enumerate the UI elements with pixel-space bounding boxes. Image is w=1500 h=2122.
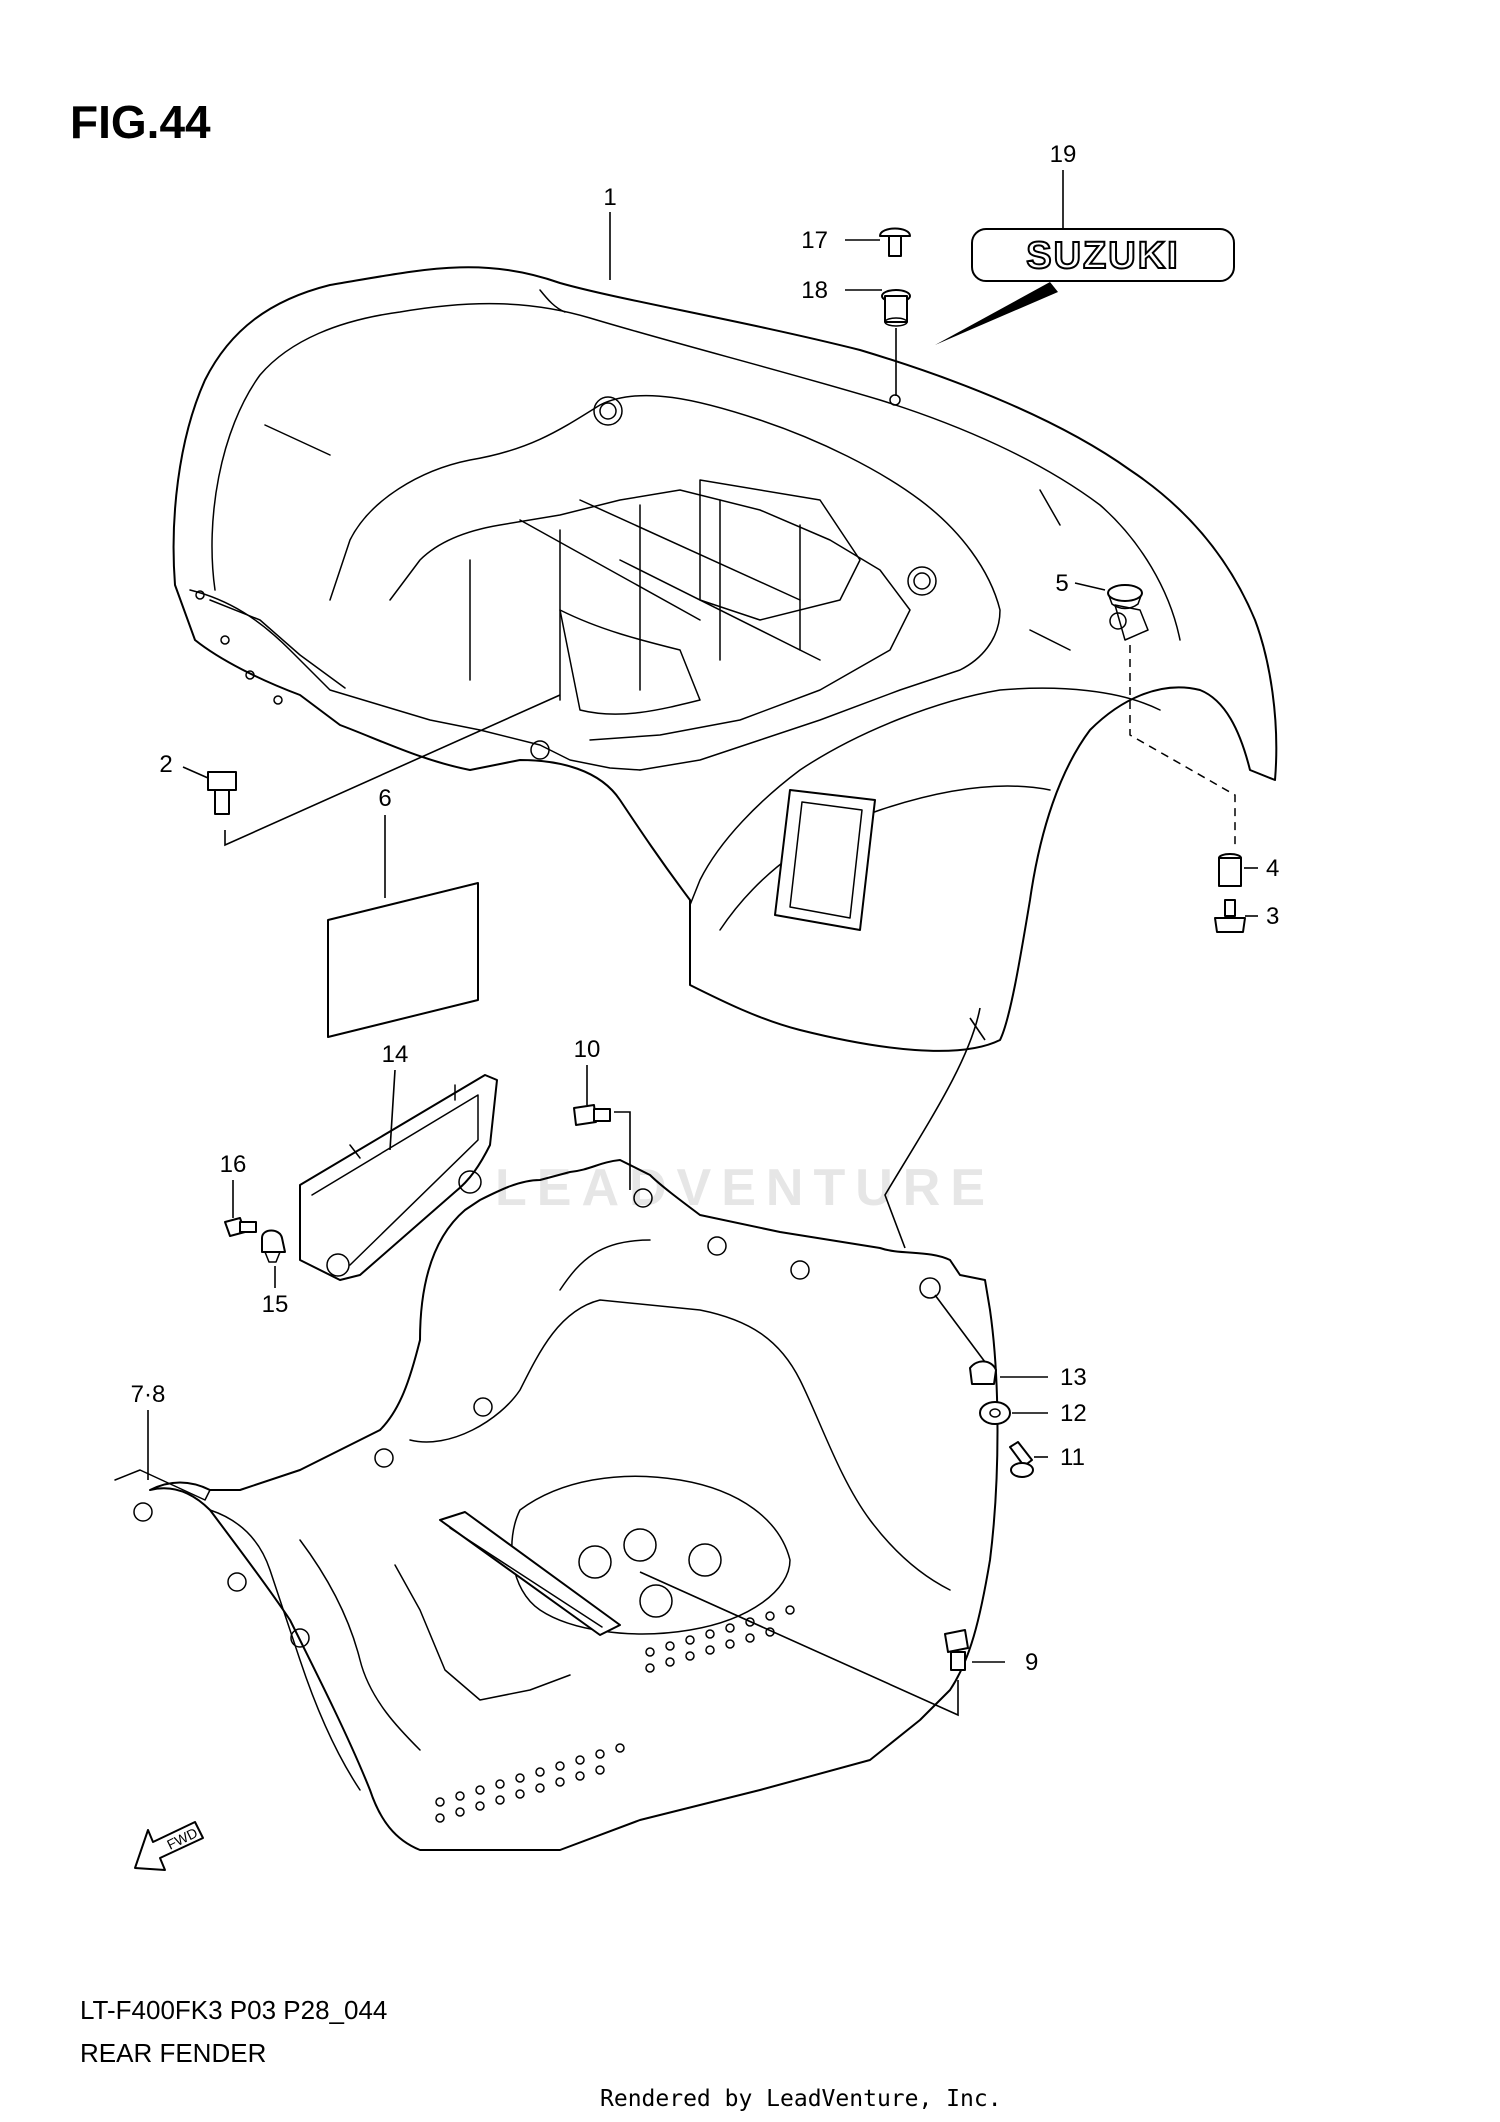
emblem-pointer	[935, 282, 1058, 345]
rear-fender-part	[172, 266, 1278, 1052]
label-6-part	[327, 882, 479, 1038]
screw-11-part	[1009, 1441, 1034, 1478]
clip-15-part	[261, 1229, 286, 1263]
callout-6: 6	[378, 785, 391, 812]
leader-13	[934, 1294, 986, 1363]
suzuki-emblem-part: SUZUKI	[935, 228, 1235, 345]
callout-labels: 1 2 3 4 5 6 7·8 9 10 11 12 13 14 15 16 1…	[131, 141, 1280, 1676]
callout-leaders	[147, 170, 1258, 1663]
collar-18-part	[881, 289, 911, 327]
leader-fender-tip	[969, 1017, 986, 1041]
callout-14: 14	[382, 1041, 409, 1068]
callout-16: 16	[220, 1151, 247, 1178]
emblem-text: SUZUKI	[1026, 235, 1179, 277]
screw-16-part	[224, 1217, 257, 1237]
dashed-leader-4	[1129, 645, 1236, 850]
callout-11: 11	[1060, 1444, 1085, 1471]
leader-10	[614, 1111, 631, 1190]
callout-9: 9	[1025, 1649, 1038, 1676]
callout-12: 12	[1060, 1400, 1087, 1427]
callout-4: 4	[1266, 855, 1279, 882]
spacer-4-part	[1218, 853, 1242, 887]
rendered-by-credit: Rendered by LeadVenture, Inc.	[600, 2086, 1002, 2112]
nut-13-part	[969, 1360, 997, 1385]
footrest-fender-part	[114, 1159, 999, 1851]
bolt-9-part	[944, 1629, 969, 1671]
grommet-5-part	[1107, 584, 1143, 610]
bolt-3-part	[1214, 899, 1246, 933]
callout-1: 1	[603, 184, 616, 211]
callout-15: 15	[262, 1291, 289, 1318]
cover-14-part	[299, 1074, 498, 1281]
figure-title: FIG.44	[70, 96, 211, 148]
callout-19: 19	[1050, 141, 1077, 168]
watermark-text: LEADVENTURE	[495, 1159, 996, 1217]
model-code: LT-F400FK3 P03 P28_044	[80, 1995, 388, 2025]
callout-5: 5	[1055, 570, 1068, 597]
callout-2: 2	[159, 751, 172, 778]
bolt-10-part	[573, 1104, 611, 1126]
fwd-arrow-icon: FWD	[134, 1821, 204, 1871]
callout-10: 10	[574, 1036, 601, 1063]
screw-17-part	[879, 227, 911, 257]
washer-12-part	[979, 1401, 1011, 1425]
callout-3: 3	[1266, 903, 1279, 930]
leader-9	[639, 1571, 959, 1717]
leader-fender-join	[884, 1007, 981, 1249]
callout-13: 13	[1060, 1364, 1087, 1391]
figure-name: REAR FENDER	[80, 2038, 267, 2068]
callout-7-8: 7·8	[131, 1381, 166, 1408]
bolt-2-part	[207, 771, 237, 815]
callout-17: 17	[801, 227, 828, 254]
callout-18: 18	[801, 277, 828, 304]
leader-2	[224, 694, 561, 847]
